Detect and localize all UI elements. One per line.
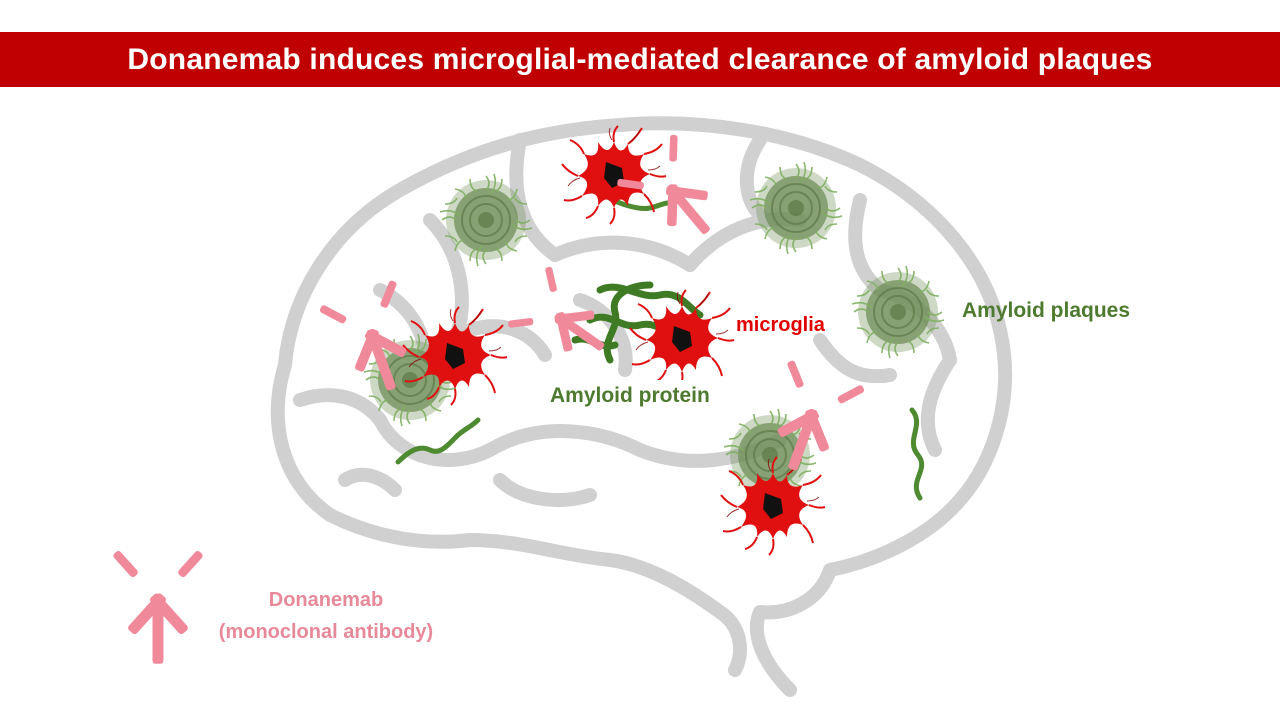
title-banner: Donanemab induces microglial-mediated cl…	[0, 32, 1280, 87]
amyloid-plaques-label: Amyloid plaques	[962, 299, 1131, 322]
amyloid-plaque-icon	[749, 161, 843, 255]
donanemab-name: Donanemab	[268, 589, 384, 611]
amyloid-protein-icon	[395, 193, 925, 501]
donanemab-description: (monoclonal antibody)	[218, 621, 434, 643]
microglia-icon	[629, 289, 735, 389]
legend-antibody-icon	[111, 549, 204, 664]
donanemab-legend-label: Donanemab (monoclonal antibody)	[196, 584, 456, 648]
microglia-label: microglia	[736, 314, 825, 336]
brain-outline-icon	[270, 116, 1013, 697]
page-title: Donanemab induces microglial-mediated cl…	[127, 42, 1153, 76]
amyloid-protein-label: Amyloid protein	[538, 380, 722, 412]
